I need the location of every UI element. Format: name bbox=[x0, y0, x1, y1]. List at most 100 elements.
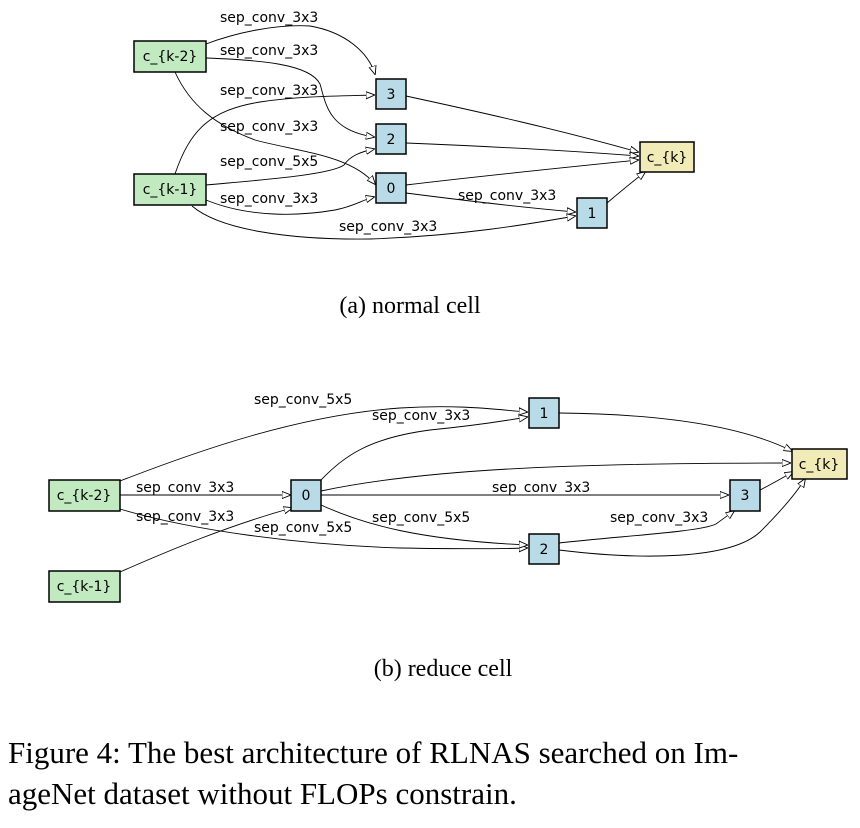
edge-reduce-km2-n2: sep_conv_3x3 bbox=[119, 508, 527, 549]
reduce-cell-nodes: c_{k-2} c_{k-1} 0 1 2 3 bbox=[48, 397, 848, 603]
edge-path bbox=[319, 417, 527, 482]
subfigure-caption: (b) reduce cell bbox=[374, 656, 513, 682]
edge-path bbox=[205, 57, 374, 137]
edge-reduce-km2-n0: sep_conv_3x3 bbox=[120, 480, 290, 496]
edge-path bbox=[119, 508, 292, 573]
svg-text:c_{k}: c_{k} bbox=[799, 457, 840, 473]
edge-path bbox=[558, 511, 734, 544]
svg-text:3: 3 bbox=[741, 488, 750, 504]
edge-reduce-n0-k bbox=[320, 463, 790, 492]
node-c-k-minus-2: c_{k-2} bbox=[133, 40, 207, 73]
figure-caption-line-1: Figure 4: The best architecture of RLNAS… bbox=[8, 735, 738, 770]
edge-reduce-km2-n1: sep_conv_5x5 bbox=[119, 392, 527, 482]
edge-path bbox=[320, 504, 527, 545]
node-c-k-minus-1: c_{k-1} bbox=[48, 570, 121, 603]
edge-reduce-n0-n2: sep_conv_5x5 bbox=[320, 504, 527, 545]
edge-label: sep_conv_5x5 bbox=[254, 392, 352, 408]
edge-normal-km2-n0: sep_conv_3x3 bbox=[174, 71, 375, 184]
edge-normal-n0-n1: sep_conv_3x3 bbox=[405, 188, 575, 212]
edge-reduce-n2-n3: sep_conv_3x3 bbox=[558, 510, 734, 544]
edge-path bbox=[119, 508, 527, 549]
svg-text:c_{k}: c_{k} bbox=[647, 150, 688, 166]
svg-text:3: 3 bbox=[387, 87, 396, 103]
node-2: 2 bbox=[375, 123, 407, 155]
svg-text:1: 1 bbox=[588, 206, 597, 222]
edge-path bbox=[558, 412, 792, 451]
edge-reduce-km1-n0: sep_conv_5x5 bbox=[119, 508, 352, 573]
edge-normal-n3-k bbox=[405, 95, 638, 152]
edge-label: sep_conv_3x3 bbox=[136, 480, 234, 496]
node-3: 3 bbox=[375, 78, 407, 110]
svg-text:1: 1 bbox=[540, 406, 549, 422]
edge-path bbox=[558, 479, 805, 557]
edge-label: sep_conv_3x3 bbox=[220, 119, 318, 135]
edge-path bbox=[759, 472, 793, 491]
svg-text:2: 2 bbox=[387, 132, 396, 148]
edge-normal-n1-k bbox=[606, 172, 645, 204]
svg-text:c_{k-1}: c_{k-1} bbox=[57, 579, 112, 595]
edge-path bbox=[174, 95, 374, 175]
edge-normal-km2-n3: sep_conv_3x3 bbox=[205, 10, 375, 74]
edge-label: sep_conv_3x3 bbox=[220, 191, 318, 207]
node-c-k: c_{k} bbox=[791, 448, 848, 480]
edge-reduce-n0-n1: sep_conv_3x3 bbox=[319, 408, 527, 482]
edge-label: sep_conv_3x3 bbox=[220, 83, 318, 99]
edge-label: sep_conv_3x3 bbox=[610, 510, 708, 526]
edge-label: sep_conv_5x5 bbox=[254, 520, 352, 536]
edge-normal-km2-n2: sep_conv_3x3 bbox=[205, 43, 374, 137]
svg-text:0: 0 bbox=[387, 181, 396, 197]
svg-text:c_{k-2}: c_{k-2} bbox=[143, 49, 198, 65]
edge-label: sep_conv_5x5 bbox=[372, 510, 470, 526]
node-3: 3 bbox=[729, 479, 761, 512]
edge-label: sep_conv_3x3 bbox=[136, 509, 234, 525]
node-c-k-minus-1: c_{k-1} bbox=[133, 173, 207, 206]
edge-label: sep_conv_3x3 bbox=[339, 219, 437, 235]
node-2: 2 bbox=[528, 533, 560, 565]
figure-caption: Figure 4: The best architecture of RLNAS… bbox=[8, 735, 738, 811]
edge-reduce-n1-k bbox=[558, 412, 792, 451]
reduce-cell-edges: sep_conv_5x5 sep_conv_3x3 sep_conv_3x3 s… bbox=[119, 392, 805, 573]
edge-path bbox=[205, 149, 374, 186]
edge-label: sep_conv_3x3 bbox=[220, 10, 318, 26]
edge-path bbox=[606, 172, 645, 204]
node-1: 1 bbox=[528, 397, 560, 429]
edge-reduce-n3-k bbox=[759, 472, 793, 491]
edge-path bbox=[320, 463, 790, 492]
edge-label: sep_conv_3x3 bbox=[492, 480, 590, 496]
edge-path bbox=[191, 205, 575, 240]
edge-reduce-n0-n3: sep_conv_3x3 bbox=[321, 480, 728, 496]
edge-reduce-n2-k bbox=[558, 479, 805, 557]
svg-text:c_{k-2}: c_{k-2} bbox=[57, 488, 112, 504]
edge-label: sep_conv_5x5 bbox=[220, 154, 318, 170]
edge-path bbox=[205, 197, 374, 215]
normal-cell-nodes: c_{k-2} c_{k-1} 3 2 0 1 bbox=[133, 40, 695, 229]
edge-normal-n0-k bbox=[405, 160, 638, 186]
node-c-k: c_{k} bbox=[639, 141, 695, 173]
node-0: 0 bbox=[290, 479, 322, 512]
edge-normal-km1-n2: sep_conv_5x5 bbox=[205, 149, 374, 186]
edge-path bbox=[119, 406, 527, 482]
node-0: 0 bbox=[375, 172, 407, 204]
edge-label: sep_conv_3x3 bbox=[220, 43, 318, 59]
edge-path bbox=[205, 25, 375, 74]
node-c-k-minus-2: c_{k-2} bbox=[48, 479, 121, 512]
normal-cell-diagram: sep_conv_3x3 sep_conv_3x3 sep_conv_3x3 s… bbox=[133, 10, 695, 319]
edge-path bbox=[405, 192, 575, 212]
edge-normal-km1-n3: sep_conv_3x3 bbox=[174, 83, 374, 175]
subfigure-caption: (a) normal cell bbox=[339, 293, 481, 319]
edge-label: sep_conv_3x3 bbox=[372, 408, 470, 424]
reduce-cell-diagram: sep_conv_5x5 sep_conv_3x3 sep_conv_3x3 s… bbox=[48, 392, 848, 682]
edge-normal-km1-n0: sep_conv_3x3 bbox=[205, 191, 374, 215]
normal-cell-edges: sep_conv_3x3 sep_conv_3x3 sep_conv_3x3 s… bbox=[174, 10, 645, 240]
edge-normal-km1-n1: sep_conv_3x3 bbox=[191, 205, 575, 240]
svg-text:0: 0 bbox=[302, 488, 311, 504]
node-1: 1 bbox=[576, 197, 608, 229]
svg-text:2: 2 bbox=[540, 542, 549, 558]
edge-path bbox=[405, 160, 638, 186]
edge-path bbox=[405, 142, 638, 156]
svg-text:c_{k-1}: c_{k-1} bbox=[143, 182, 198, 198]
edge-normal-n2-k bbox=[405, 142, 638, 156]
edge-path bbox=[405, 95, 638, 152]
figure-caption-line-2: ageNet dataset without FLOPs constrain. bbox=[8, 776, 517, 811]
